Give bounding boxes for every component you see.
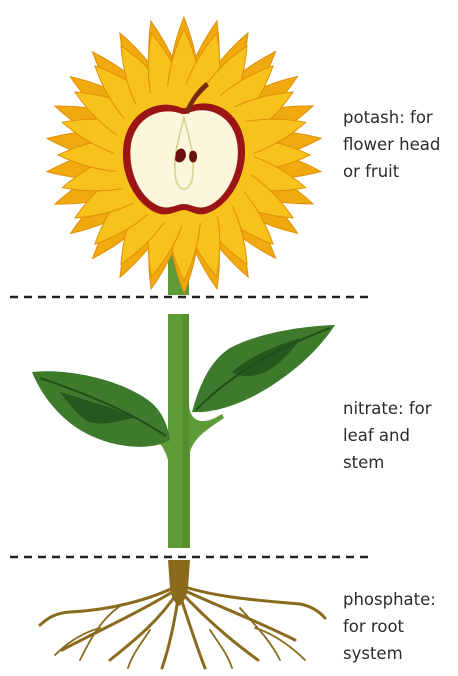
potash-label: potash: for flower head or fruit [343,104,440,185]
root-system-illustration [40,560,325,668]
left-leaf [32,371,170,447]
stem-shade [182,314,189,548]
phosphate-label: phosphate: for root system [343,586,436,667]
potash-label-line: potash: for [343,104,440,131]
right-leaf [192,325,335,412]
root-strand [179,588,295,640]
nitrate-label: nitrate: for leaf and stem [343,395,432,476]
nitrate-label-line: stem [343,449,432,476]
phosphate-label-line: system [343,640,436,667]
nitrate-label-line: nitrate: for [343,395,432,422]
nitrate-label-line: leaf and [343,422,432,449]
root-strand [62,588,179,650]
phosphate-label-line: for root [343,613,436,640]
potash-label-line: flower head [343,131,440,158]
potash-label-line: or fruit [343,158,440,185]
phosphate-label-line: phosphate: [343,586,436,613]
